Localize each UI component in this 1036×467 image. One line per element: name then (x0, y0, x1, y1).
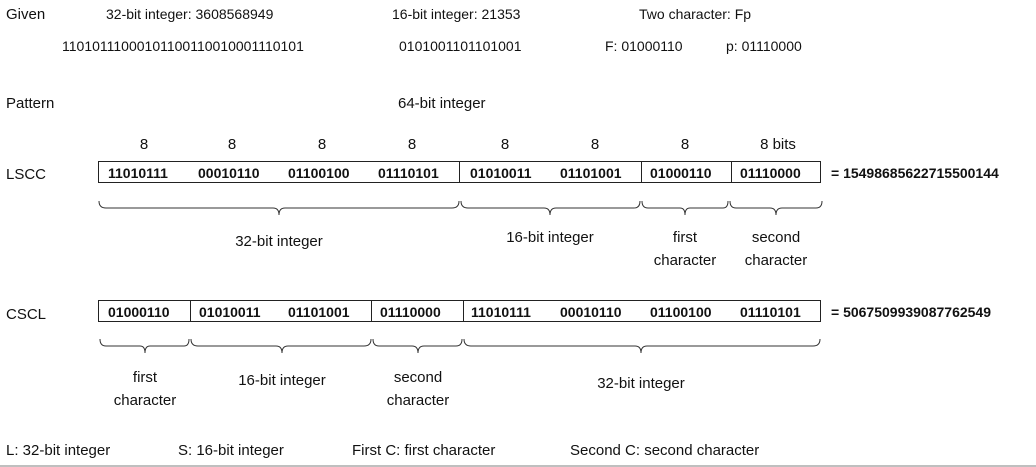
group-divider (731, 162, 732, 182)
brace-second (729, 200, 823, 216)
cscl-byte: 01000110 (108, 304, 170, 320)
cscl-bit-box (98, 300, 821, 322)
int16-bits: 0101001101101001 (399, 38, 522, 54)
char-f-bits: F: 01000110 (605, 38, 683, 54)
brace-label-16bit: 16-bit integer (506, 229, 594, 246)
byte-width-label: 8 (139, 136, 149, 153)
cscl-byte: 11010111 (471, 304, 531, 320)
byte-width-label: 8 (317, 136, 327, 153)
char-p-bits: p: 01110000 (726, 38, 802, 54)
byte-width-label: 8 (680, 136, 690, 153)
lscc-byte: 01010011 (470, 165, 532, 181)
legend-second-c: Second C: second character (570, 442, 760, 459)
pattern-heading: 64-bit integer (398, 95, 486, 112)
group-divider (371, 301, 372, 321)
lscc-bit-box (98, 161, 821, 183)
two-char-label: Two character: Fp (639, 6, 752, 22)
lscc-label: LSCC (6, 166, 47, 183)
lscc-byte: 11010111 (108, 165, 168, 181)
brace-label-first: first (672, 229, 698, 246)
lscc-result: = 15498685622715500144 (831, 165, 999, 181)
int16-label: 16-bit integer: 21353 (392, 6, 521, 22)
pattern-label: Pattern (6, 95, 55, 112)
group-divider (641, 162, 642, 182)
group-divider (459, 162, 460, 182)
byte-width-label: 8 (590, 136, 600, 153)
int32-label: 32-bit integer: 3608568949 (106, 6, 274, 22)
brace-first (99, 338, 190, 354)
brace-second (372, 338, 463, 354)
legend-l: L: 32-bit integer (6, 442, 111, 459)
lscc-byte: 01000110 (650, 165, 712, 181)
group-divider (190, 301, 191, 321)
brace-label-character: character (113, 392, 177, 409)
cscl-byte: 00010110 (560, 304, 622, 320)
cscl-label: CSCL (6, 306, 47, 323)
byte-width-label: 8 (500, 136, 510, 153)
brace-label-second: second (393, 369, 443, 386)
cscl-byte: 01101001 (288, 304, 350, 320)
brace-label-character: character (653, 252, 717, 269)
given-label: Given (6, 6, 46, 23)
cscl-byte: 01100100 (650, 304, 712, 320)
cscl-byte: 01110000 (380, 304, 441, 320)
byte-width-label: 8 bits (760, 136, 796, 153)
lscc-byte: 01110000 (740, 165, 801, 181)
brace-label-first: first (132, 369, 158, 386)
lscc-byte: 01110101 (378, 165, 439, 181)
bottom-divider (0, 465, 1036, 467)
int32-bits: 11010111000101100110010001110101 (62, 38, 304, 54)
lscc-byte: 00010110 (198, 165, 260, 181)
brace-16bit (460, 200, 641, 216)
brace-label-character: character (744, 252, 808, 269)
brace-16bit (190, 338, 372, 354)
brace-first (641, 200, 729, 216)
lscc-byte: 01100100 (288, 165, 350, 181)
byte-width-label: 8 (227, 136, 237, 153)
byte-width-label: 8 (407, 136, 417, 153)
legend-s: S: 16-bit integer (178, 442, 284, 459)
legend-first-c: First C: first character (352, 442, 496, 459)
cscl-result: = 5067509939087762549 (831, 304, 992, 320)
brace-32bit (463, 338, 821, 354)
cscl-byte: 01010011 (199, 304, 261, 320)
brace-32bit (98, 200, 460, 216)
brace-label-32bit: 32-bit integer (235, 233, 323, 250)
brace-label-32bit: 32-bit integer (597, 375, 685, 392)
brace-label-character: character (386, 392, 450, 409)
group-divider (463, 301, 464, 321)
lscc-byte: 01101001 (560, 165, 622, 181)
cscl-byte: 01110101 (740, 304, 801, 320)
brace-label-16bit: 16-bit integer (238, 372, 326, 389)
brace-label-second: second (751, 229, 801, 246)
